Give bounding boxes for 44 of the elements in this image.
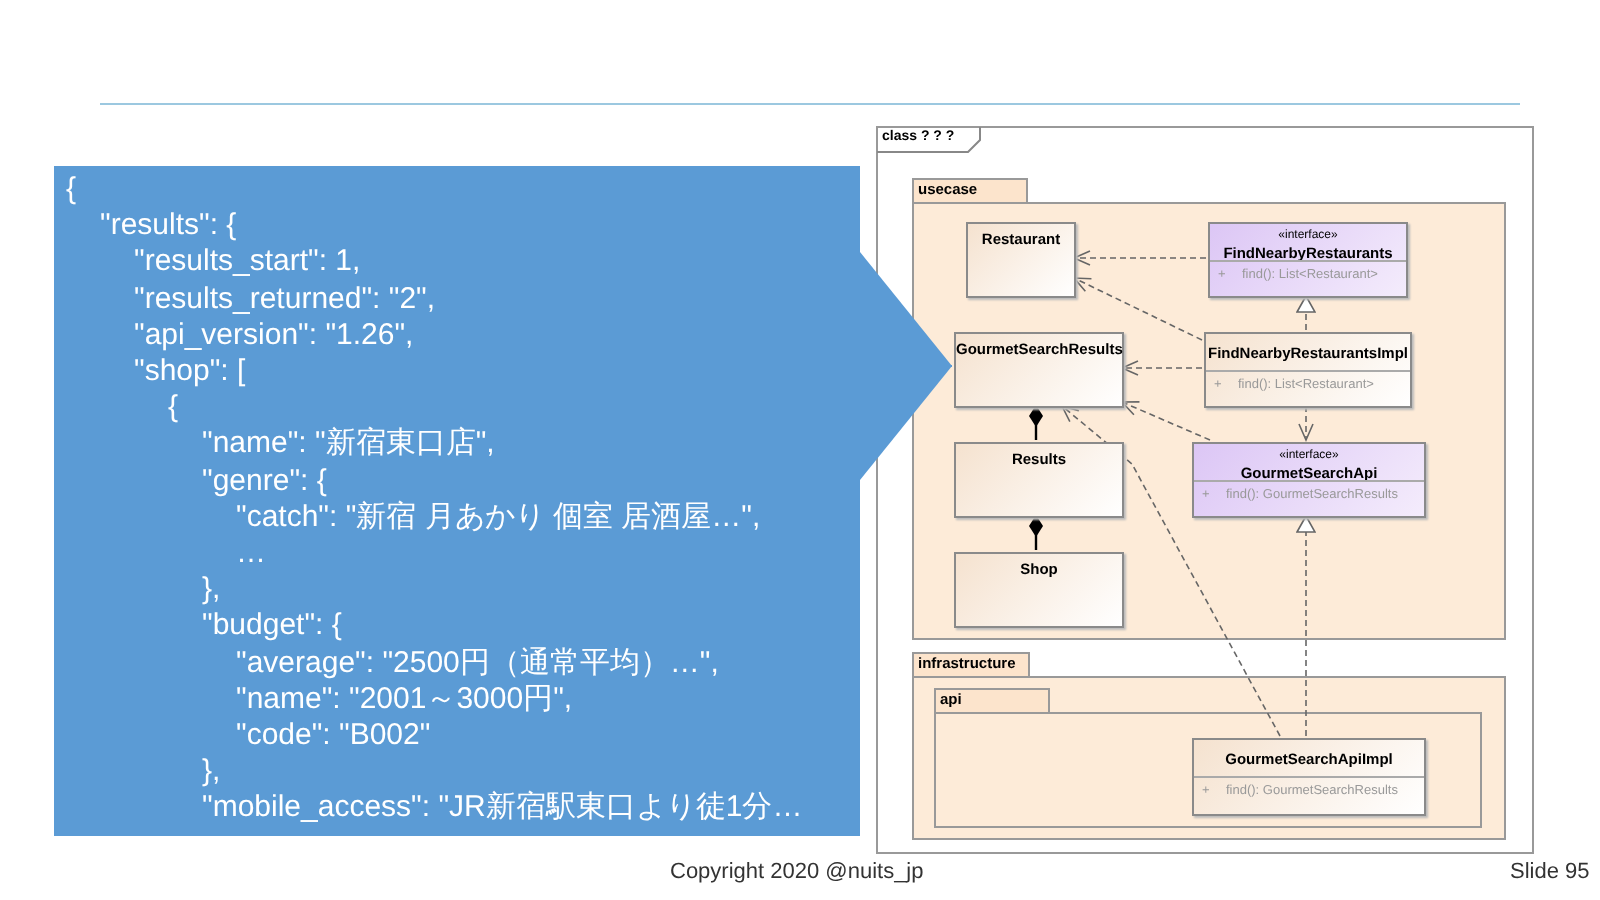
class-box — [1204, 332, 1412, 408]
code-line: }, — [202, 754, 221, 791]
code-line: "name": "2001～3000円", — [236, 681, 573, 718]
code-line: "mobile_access": "JR新宿駅東口より徒1分… — [202, 790, 803, 827]
class-box — [954, 552, 1124, 628]
code-line: "api_version": "1.26", — [134, 317, 414, 354]
class-box — [966, 222, 1076, 298]
dependency-arrow — [1073, 250, 1207, 266]
code-line: }, — [202, 572, 221, 609]
json-callout — [54, 166, 860, 836]
code-line: "catch": "新宿 月あかり 個室 居酒屋…", — [236, 499, 761, 536]
package-box — [912, 652, 1506, 840]
code-line: "budget": { — [202, 608, 342, 645]
code-line: "name": "新宿東口店", — [202, 426, 495, 463]
dependency-arrow — [1073, 277, 1203, 341]
code-line: "code": "B002" — [236, 718, 431, 754]
diagram-frame — [876, 126, 1534, 854]
realization-arrow — [1296, 295, 1316, 331]
code-line: "genre": { — [202, 463, 327, 500]
interface-box — [1192, 442, 1426, 518]
code-line: "average": "2500円（通常平均）…", — [236, 645, 719, 682]
dependency-arrow — [1121, 401, 1211, 441]
class-box — [1192, 738, 1426, 816]
code-line: … — [236, 536, 266, 572]
class-box — [954, 442, 1124, 518]
composition-line — [1029, 515, 1043, 550]
dependency-arrow — [1061, 405, 1281, 737]
slide-number: Slide 95 — [1510, 860, 1590, 884]
package-box — [912, 178, 1506, 640]
class-box — [954, 332, 1124, 408]
code-line: "results": { — [100, 208, 237, 245]
code-line: "results_start": 1, — [134, 244, 361, 281]
composition-line — [1029, 405, 1043, 440]
copyright-text: Copyright 2020 @nuits_jp — [670, 860, 924, 884]
code-line: { — [66, 172, 77, 208]
dependency-arrow — [1298, 405, 1314, 441]
dependency-arrow — [1121, 360, 1203, 376]
code-line: "shop": [ — [134, 354, 246, 390]
interface-box — [1208, 222, 1408, 298]
code-line: { — [168, 390, 179, 427]
realization-arrow — [1296, 515, 1316, 737]
package-box — [934, 688, 1482, 828]
callout-pointer — [859, 252, 953, 480]
code-line: "results_returned": "2", — [134, 281, 436, 318]
